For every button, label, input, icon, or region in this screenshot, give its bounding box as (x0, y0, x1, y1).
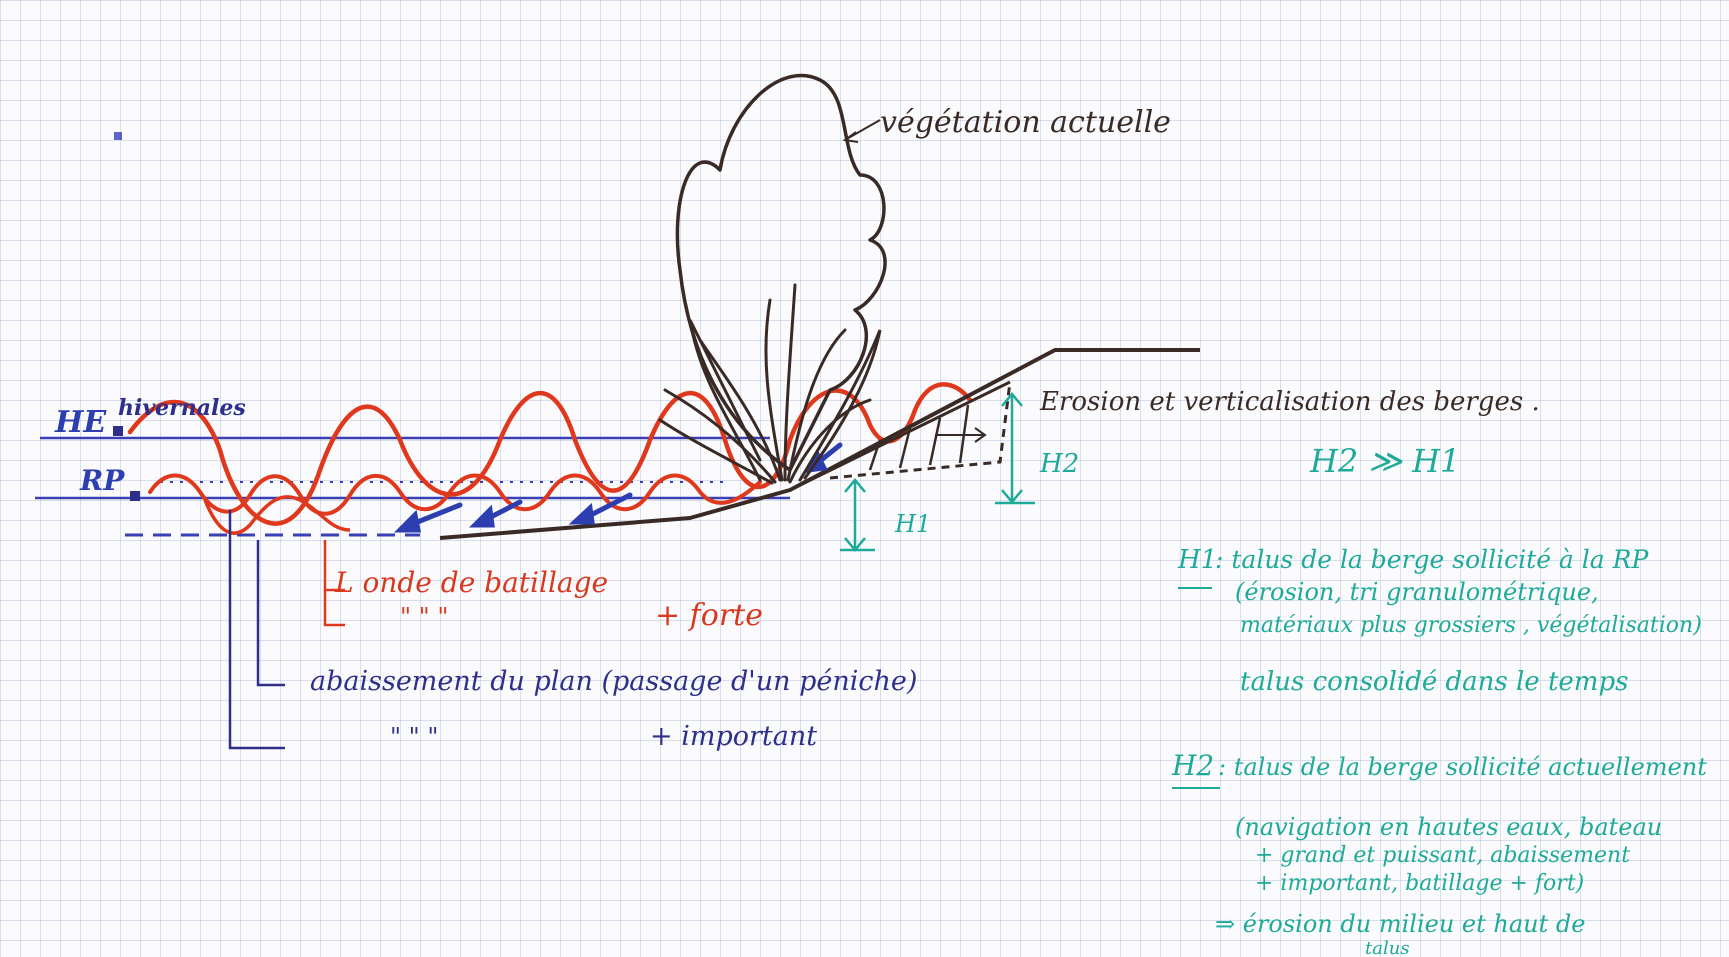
legend-wave-label: L onde de batillage (334, 566, 608, 599)
note-h1-line1: : talus de la berge sollicité à la RP (1215, 545, 1649, 574)
note-h1-line2: (érosion, tri granulométrique, (1235, 578, 1599, 606)
legend-lowering-extra: + important (650, 721, 817, 752)
note-h2-line1: : talus de la berge sollicité actuelleme… (1218, 753, 1707, 781)
note-h2-line5: ⇒ érosion du milieu et haut de (1215, 910, 1585, 938)
h1-measure-arrow (840, 478, 875, 552)
vegetation-pointer (842, 119, 881, 143)
note-h2-line4: + important, batillage + fort) (1255, 871, 1584, 896)
vegetation-outline (675, 73, 887, 472)
lowering-wave (203, 495, 351, 535)
legend-lowering-ditto: " " " (390, 723, 438, 751)
legend-lowering-label: abaissement du plan (passage d'un pénich… (310, 666, 917, 697)
eroded-zone-outline (829, 381, 1012, 480)
erosion-title: Erosion et verticalisation des berges . (1039, 387, 1540, 417)
small-batillage-wave (148, 473, 762, 516)
legend-bracket-3 (228, 510, 285, 750)
rp-level-label: RP (79, 464, 125, 497)
legend-bracket-1 (323, 540, 345, 627)
note-h1-key: H1 (1177, 545, 1217, 575)
he-level-note: hivernales (118, 395, 246, 421)
legend-wave-extra: + forte (655, 598, 763, 633)
h2-tag: H2 (1039, 449, 1079, 479)
he-marker (113, 426, 123, 436)
he-level-label: HE (54, 405, 107, 440)
h-relation: H2 ≫ H1 (1309, 442, 1460, 480)
rp-marker (130, 491, 140, 501)
vegetation-label: végétation actuelle (880, 105, 1171, 140)
note-h1-line3: matériaux plus grossiers , végétalisatio… (1240, 613, 1702, 638)
h2-measure-arrow (995, 392, 1035, 505)
note-h2-line3: + grand et puissant, abaissement (1255, 843, 1630, 868)
bank-erosion-slope (789, 380, 1011, 492)
note-h2-key: H2 (1171, 749, 1214, 782)
vegetation-stems (658, 283, 882, 485)
eroded-zone-hatching (868, 404, 970, 471)
note-h2-line6: talus (1365, 938, 1410, 957)
note-h2-line2: (navigation en hautes eaux, bateau (1235, 813, 1662, 841)
large-batillage-wave (127, 382, 973, 526)
h1-tag: H1 (894, 510, 931, 538)
legend-bracket-2 (256, 540, 285, 687)
note-h1-line4: talus consolidé dans le temps (1240, 667, 1628, 697)
top-left-dot (114, 132, 122, 140)
erosion-direction-arrow (935, 427, 987, 443)
legend-wave-ditto: " " " (400, 603, 448, 631)
